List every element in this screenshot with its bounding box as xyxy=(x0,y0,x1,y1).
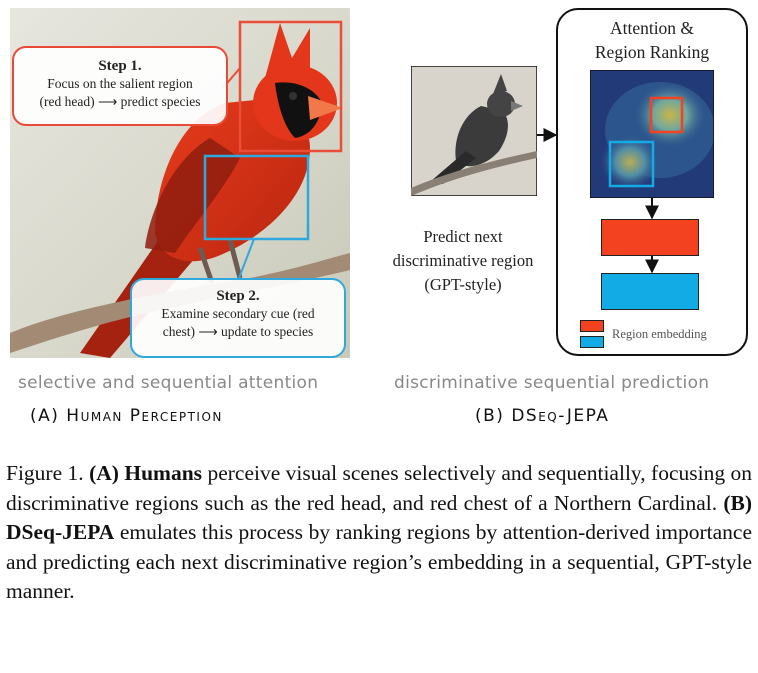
predict-line1: Predict next xyxy=(423,227,503,246)
step1-line2: (red head) ⟶ predict species xyxy=(39,94,201,109)
panel-a-subcaption: selective and sequential attention xyxy=(18,373,319,393)
attention-ranking-title: Attention & Region Ranking xyxy=(556,16,748,64)
caption-a-text: perceive visual scenes selectively and s… xyxy=(6,461,753,515)
red-region-embedding-block xyxy=(601,219,699,256)
legend-blue-swatch xyxy=(580,336,604,348)
figure-label: Figure 1. xyxy=(6,461,84,485)
predict-line2: discriminative region xyxy=(392,251,534,270)
predict-next-text: Predict next discriminative region (GPT-… xyxy=(368,225,558,297)
legend-red-swatch xyxy=(580,320,604,332)
panel-b-title-text: (B) DSeq-JEPA xyxy=(475,406,610,426)
step1-title: Step 1. xyxy=(98,58,142,74)
attention-title-line1: Attention & xyxy=(609,18,695,38)
blue-region-embedding-block xyxy=(601,273,699,310)
predict-line3: (GPT-style) xyxy=(424,275,502,294)
caption-a-bold: Humans xyxy=(124,461,203,485)
dseq-jepa-module xyxy=(556,8,748,356)
figure-caption: Figure 1. (A) Humans perceive visual sce… xyxy=(6,459,752,607)
legend-label: Region embedding xyxy=(612,327,707,341)
step2-title: Step 2. xyxy=(216,288,260,304)
attention-title-line2: Region Ranking xyxy=(594,42,710,62)
step2-line1: Examine secondary cue (red xyxy=(161,306,315,321)
step2-line2: chest) ⟶ update to species xyxy=(162,324,314,339)
step2-callout: Step 2. Examine secondary cue (red chest… xyxy=(130,278,346,358)
step1-line1: Focus on the salient region xyxy=(47,76,193,91)
caption-b-text: emulates this process by ranking regions… xyxy=(6,520,752,603)
caption-a-marker: (A) xyxy=(89,461,119,485)
step1-callout: Step 1. Focus on the salient region (red… xyxy=(12,46,228,126)
panel-b-subcaption: discriminative sequential prediction xyxy=(394,373,710,393)
attention-heatmap xyxy=(590,70,714,198)
grayscale-cardinal-photo xyxy=(411,66,537,196)
panel-b-title: (B) DSeq-JEPA xyxy=(475,406,609,426)
panel-a-title: (A) Human Perception xyxy=(30,406,223,426)
caption-b-marker: (B) xyxy=(723,490,753,515)
panel-a-title-text: (A) Human Perception xyxy=(30,406,223,426)
caption-b-bold: DSeq-JEPA xyxy=(6,520,115,544)
